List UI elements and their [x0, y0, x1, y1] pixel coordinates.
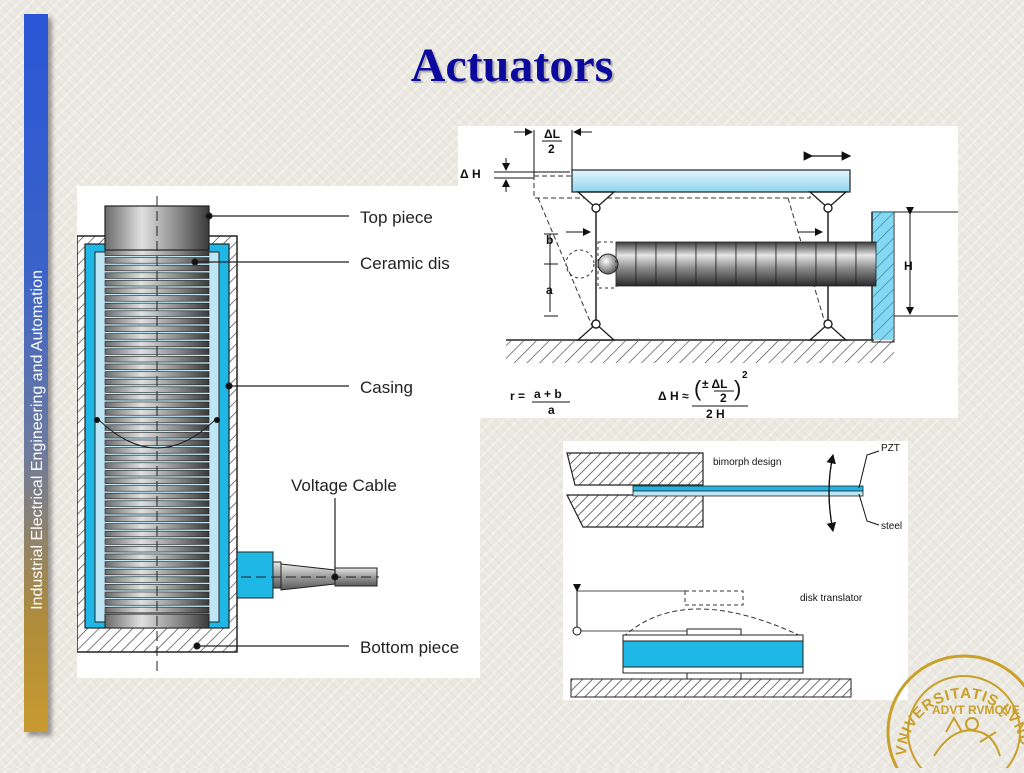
piezo-cylinder-segment [855, 241, 877, 287]
piezo-cylinder-segment [695, 241, 717, 287]
slide-title: Actuators [410, 39, 614, 92]
formula-ratio: r = a + b a [510, 387, 570, 417]
ceramic-disc [104, 340, 210, 348]
ceramic-disc [104, 280, 210, 287]
svg-text:(: ( [694, 376, 702, 401]
label-voltage-cable: Voltage Cable [291, 476, 397, 495]
label-delta-l-den: 2 [548, 142, 555, 156]
label-b: b [546, 233, 553, 247]
ceramic-disc [104, 264, 210, 272]
label-pzt: PZT [881, 443, 900, 454]
piezo-cylinder-segment [775, 241, 797, 287]
label-h: H [904, 259, 913, 273]
label-top-piece: Top piece [360, 208, 433, 227]
label-steel: steel [881, 521, 902, 532]
svg-text:± ΔL: ± ΔL [702, 377, 727, 391]
label-bottom-piece: Bottom piece [360, 638, 459, 657]
piezo-cylinder-segment [735, 241, 757, 287]
label-bimorph-design: bimorph design [713, 457, 781, 468]
piezo-cylinder-segment [635, 241, 657, 287]
label-delta-h: Δ H [460, 167, 481, 181]
svg-text:2: 2 [742, 370, 748, 381]
piezo-cylinder [615, 241, 877, 287]
label-delta-l: ΔL [544, 127, 560, 141]
piezo-cylinder-segment [755, 241, 777, 287]
bimorph-diagram: bimorph design PZT steel disk translator [563, 441, 908, 700]
svg-text:ADVT RVMQVE: ADVT RVMQVE [932, 703, 1020, 717]
ceramic-disc [104, 325, 210, 332]
piezo-cylinder-segment [615, 241, 637, 287]
piezo-cylinder-segment [655, 241, 677, 287]
piezo-cylinder-segment [715, 241, 737, 287]
label-disk-translator: disk translator [800, 593, 863, 604]
piezo-cylinder-segment [835, 241, 857, 287]
label-a: a [546, 283, 553, 297]
stack-actuator-diagram: Top piece Ceramic dis Casing Voltage Cab… [77, 186, 480, 678]
svg-text:Δ H ≈: Δ H ≈ [658, 389, 689, 403]
ceramic-disc [104, 295, 210, 302]
svg-text:r =: r = [510, 389, 525, 403]
svg-text:a: a [548, 403, 555, 417]
piezo-cylinder-segment [795, 241, 817, 287]
svg-text:VNIVERSITATIS LVND · SIGILLVM: VNIVERSITATIS LVND · SIGILLVM [884, 636, 1024, 758]
piezo-cylinder-segment [815, 241, 837, 287]
lever-beam [571, 169, 851, 193]
label-ceramic-disc: Ceramic dis [360, 254, 450, 273]
label-casing: Casing [360, 378, 413, 397]
svg-text:2: 2 [720, 391, 727, 405]
svg-text:): ) [734, 376, 741, 401]
formula-delta-h: Δ H ≈ ( ± ΔL 2 ) 2 2 H [658, 370, 748, 418]
svg-text:a + b: a + b [534, 387, 562, 401]
university-seal-logo: VNIVERSITATIS LVND · SIGILLVM ADVT RVMQV… [877, 623, 1024, 773]
sidebar-department-text: Industrial Electrical Engineering and Au… [29, 270, 46, 610]
svg-text:2 H: 2 H [706, 407, 725, 418]
ceramic-disc [104, 310, 210, 317]
piezo-cylinder-segment [675, 241, 697, 287]
sidebar-accent-bar [24, 14, 48, 732]
voltage-cable-connector [236, 551, 379, 599]
lever-amplifier-diagram: H b a [458, 126, 958, 418]
